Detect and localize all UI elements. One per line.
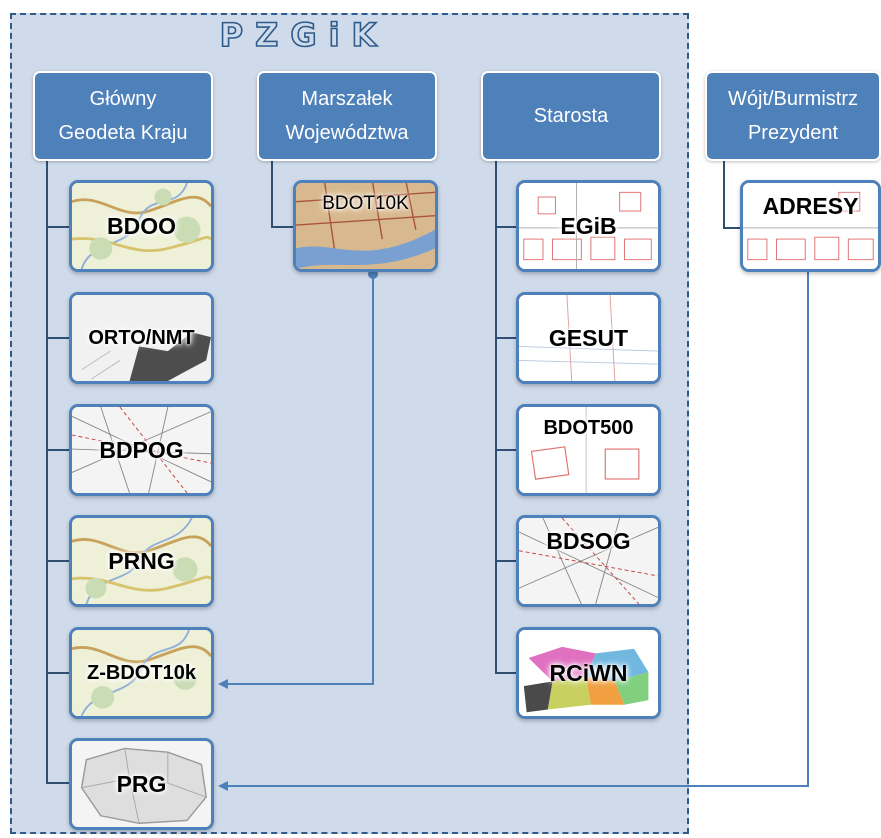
- dataset-adresy: ADRESY: [740, 180, 881, 272]
- geodetic-network-icon: [72, 407, 211, 493]
- dataset-bdot10k: BDOT10K: [293, 180, 438, 272]
- pzgik-title: PZGiK: [219, 15, 389, 55]
- price-map-icon: [519, 630, 658, 716]
- utility-network-icon: [519, 295, 658, 381]
- dataset-bdsog: BDSOG: [516, 515, 661, 607]
- dataset-label: GESUT: [548, 324, 629, 351]
- dataset-label: BDPOG: [99, 436, 184, 463]
- geodetic-network-icon: [519, 518, 658, 604]
- dataset-label: PRNG: [108, 547, 175, 574]
- dataset-bdot500: BDOT500: [516, 404, 661, 496]
- role-marszalek-wojewodztwa: Marszałek Województwa: [257, 71, 437, 161]
- terrain-icon: [72, 295, 211, 381]
- dataset-prg: PRG: [69, 738, 214, 830]
- dataset-label: BDOO: [107, 212, 176, 239]
- dataset-gesut: GESUT: [516, 292, 661, 384]
- topo-map-icon: [72, 183, 211, 269]
- dataset-z-bdot10k: Z-BDOT10k: [69, 627, 214, 719]
- dataset-label: ADRESY: [762, 193, 859, 219]
- dataset-orto-nmt: ORTO/NMT: [69, 292, 214, 384]
- poland-boundaries-icon: [72, 741, 211, 827]
- base-map-icon: [519, 407, 658, 493]
- role-glowny-geodeta-kraju: Główny Geodeta Kraju: [33, 71, 213, 161]
- dataset-bdpog: BDPOG: [69, 404, 214, 496]
- city-map-icon: [296, 183, 435, 269]
- address-map-icon: [743, 183, 878, 269]
- dataset-label: BDOT500: [543, 417, 634, 439]
- role-starosta: Starosta: [481, 71, 661, 161]
- dataset-bdoo: BDOO: [69, 180, 214, 272]
- dataset-label: Z-BDOT10k: [87, 661, 196, 684]
- dataset-label: PRG: [116, 770, 167, 797]
- dataset-label: BDSOG: [546, 528, 631, 554]
- dataset-egib: EGiB: [516, 180, 661, 272]
- dataset-rciwn: RCiWN: [516, 627, 661, 719]
- dataset-prng: PRNG: [69, 515, 214, 607]
- role-wojt-burmistrz-prezydent: Wójt/Burmistrz Prezydent: [705, 71, 881, 161]
- dataset-label: ORTO/NMT: [88, 326, 195, 349]
- dataset-label: EGiB: [560, 212, 617, 239]
- dataset-label: BDOT10K: [322, 193, 409, 214]
- topo-map-icon: [72, 518, 211, 604]
- cadastral-map-icon: [519, 183, 658, 269]
- topo-map-icon: [72, 630, 211, 716]
- dataset-label: RCiWN: [549, 659, 628, 686]
